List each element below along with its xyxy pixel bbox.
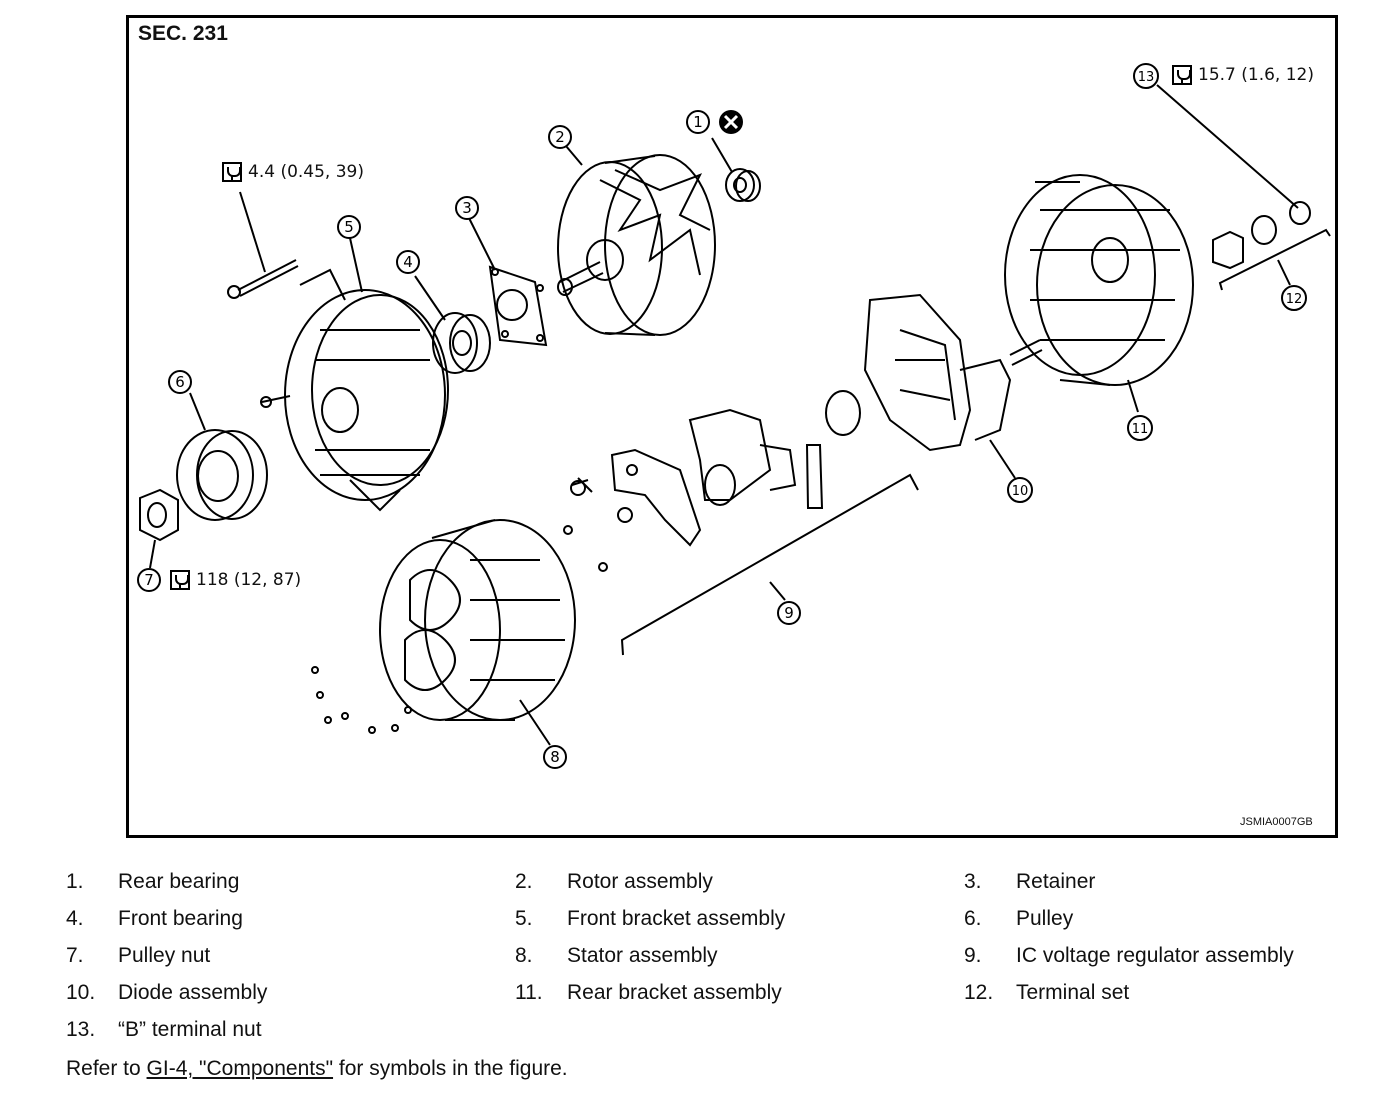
- svg-text:9: 9: [784, 604, 794, 622]
- legend-item: 3.Retainer: [964, 870, 1096, 893]
- pulley-nut-part: [139, 488, 179, 569]
- svg-text:5: 5: [344, 218, 354, 236]
- callout-7: 7: [137, 568, 161, 592]
- torque-wrench-icon: [170, 570, 190, 590]
- svg-text:7: 7: [144, 571, 154, 589]
- rear-bracket-part: [1004, 174, 1194, 413]
- legend-item: 10.Diode assembly: [66, 981, 268, 1004]
- callout-13: 13: [1133, 63, 1159, 89]
- svg-text:8: 8: [550, 748, 560, 766]
- callout-8: 8: [543, 745, 567, 769]
- legend-item: 9.IC voltage regulator assembly: [964, 944, 1294, 967]
- callout-3: 3: [455, 196, 479, 220]
- svg-text:4: 4: [403, 253, 413, 271]
- exploded-view-diagram: 1 2 3 4 5 6 7: [137, 63, 1331, 769]
- discard-icon: [719, 110, 743, 134]
- svg-text:10: 10: [1012, 484, 1029, 499]
- rear-bearing-part: [711, 137, 761, 202]
- callout-6: 6: [168, 370, 192, 394]
- svg-text:1: 1: [693, 113, 703, 131]
- front-bearing-part: [414, 275, 491, 374]
- torque-bolt: 4.4 (0.45, 39): [222, 162, 364, 182]
- torque-7: 118 (12, 87): [170, 570, 301, 590]
- legend-item: 7.Pulley nut: [66, 944, 211, 967]
- ic-regulator-part: [563, 390, 919, 656]
- svg-text:13: 13: [1138, 70, 1155, 85]
- svg-text:3: 3: [462, 199, 472, 217]
- legend-item: 13.“B” terminal nut: [66, 1018, 262, 1041]
- callout-1: 1: [686, 110, 710, 134]
- callout-9: 9: [777, 601, 801, 625]
- svg-text:2: 2: [555, 128, 565, 146]
- components-link[interactable]: GI-4, "Components": [146, 1057, 334, 1080]
- section-label: SEC. 231: [138, 22, 228, 45]
- figure-code: JSMIA0007GB: [1240, 816, 1313, 828]
- terminal-set-part: [1212, 201, 1331, 291]
- legend-item: 11.Rear bracket assembly: [515, 981, 782, 1004]
- legend-item: 6.Pulley: [964, 907, 1074, 930]
- svg-text:6: 6: [175, 373, 185, 391]
- legend-item: 12.Terminal set: [964, 981, 1130, 1004]
- legend-item: 4.Front bearing: [66, 907, 243, 930]
- callout-2: 2: [548, 125, 572, 149]
- callout-4: 4: [396, 250, 420, 274]
- callout-11: 11: [1127, 415, 1153, 441]
- svg-text:11: 11: [1132, 422, 1149, 437]
- svg-text:12: 12: [1286, 292, 1303, 307]
- through-bolt-part: [227, 191, 299, 299]
- diode-assembly-part: [863, 293, 1043, 479]
- retainer-part: [468, 217, 548, 347]
- stator-assembly-part: [311, 519, 576, 746]
- callout-12: 12: [1281, 285, 1307, 311]
- legend-item: 5.Front bracket assembly: [515, 907, 786, 930]
- legend-item: 2.Rotor assembly: [515, 870, 713, 893]
- reference-note: Refer to GI-4, "Components" for symbols …: [66, 1057, 568, 1080]
- torque-wrench-icon: [1172, 65, 1192, 85]
- pulley-part: [176, 392, 268, 521]
- legend-item: 8.Stator assembly: [515, 944, 718, 967]
- callout-10: 10: [1007, 477, 1033, 503]
- torque-wrench-icon: [222, 162, 242, 182]
- callout-5: 5: [337, 215, 361, 239]
- torque-13: 15.7 (1.6, 12): [1172, 65, 1314, 85]
- legend-item: 1.Rear bearing: [66, 870, 240, 893]
- front-bracket-part: [260, 237, 449, 512]
- rotor-assembly-part: [557, 145, 716, 336]
